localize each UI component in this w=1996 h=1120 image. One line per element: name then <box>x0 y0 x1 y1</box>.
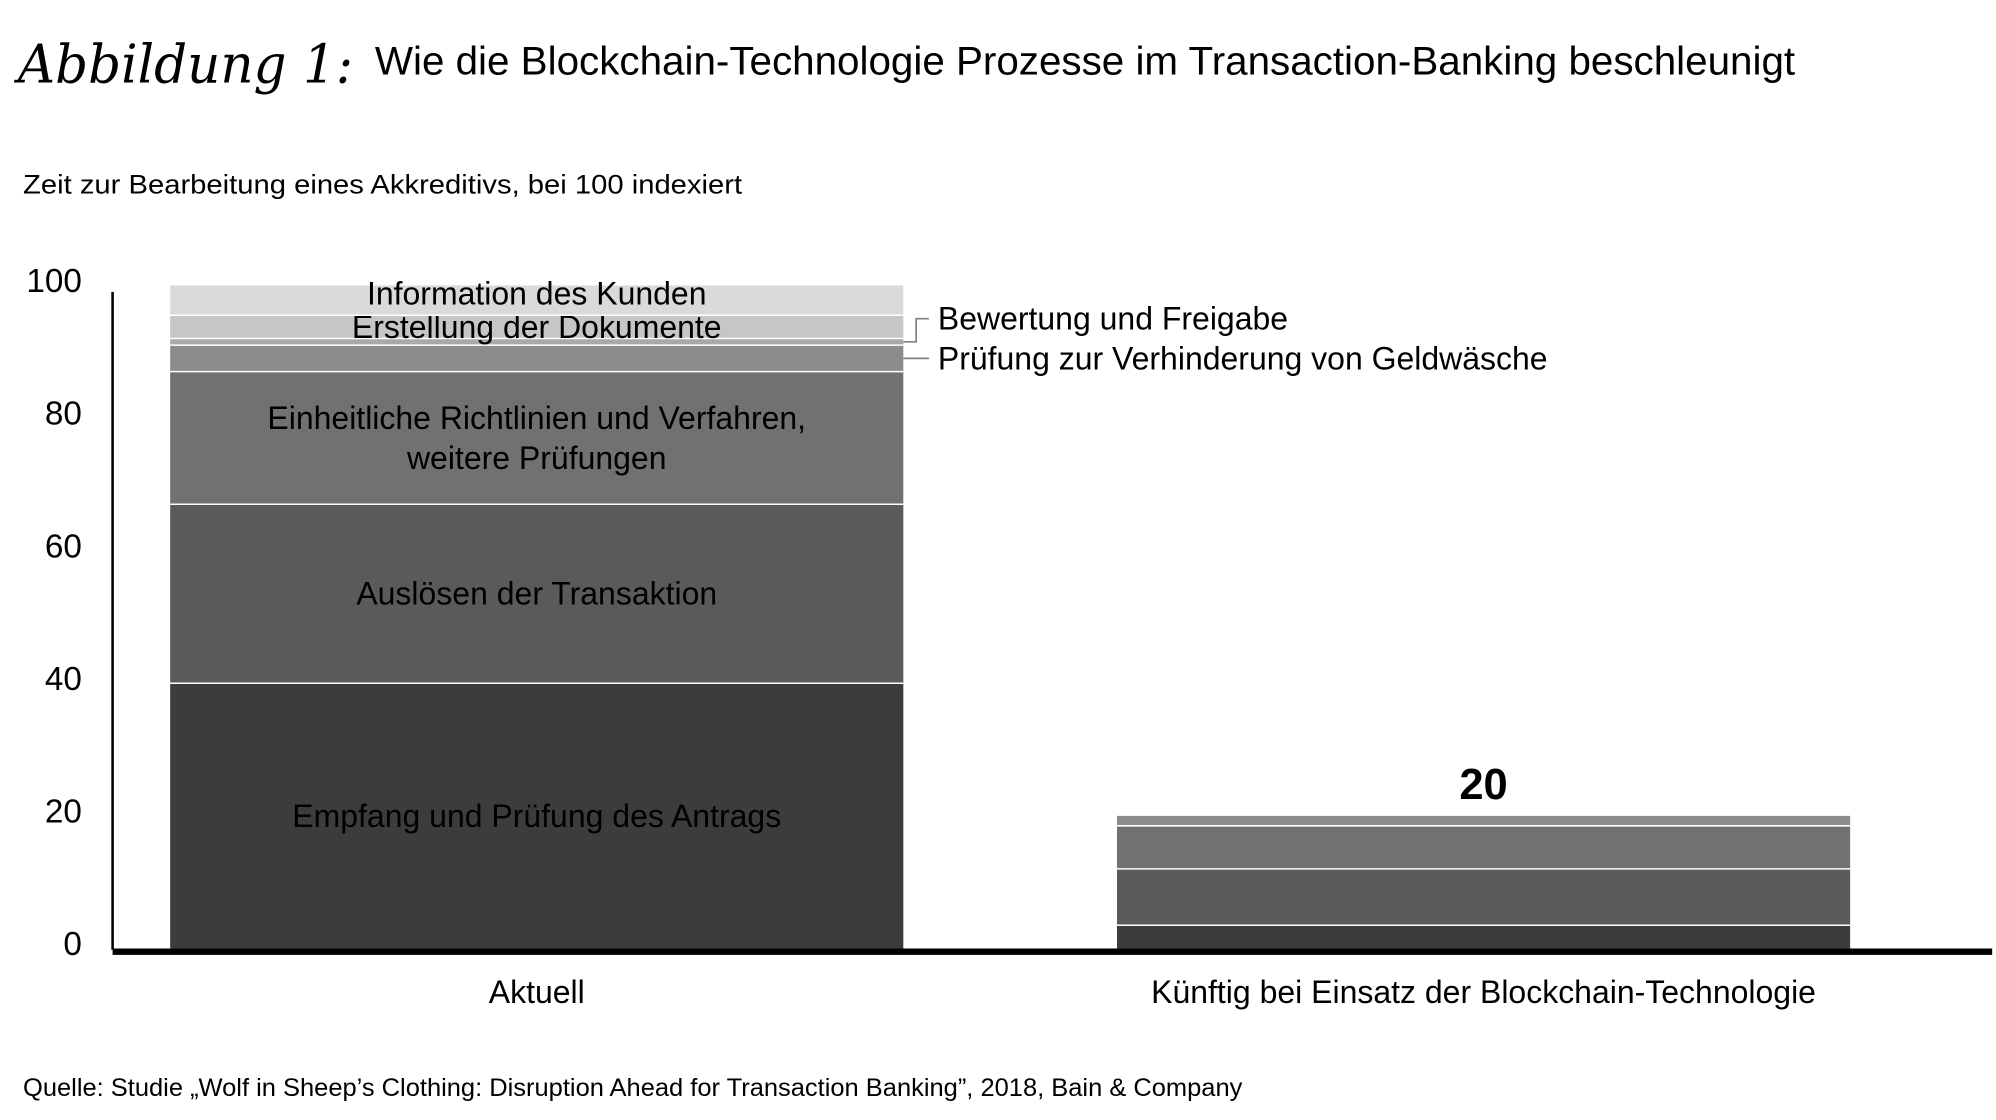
segment-label: Einheitliche Richtlinien und Verfahren, <box>267 400 806 436</box>
bar-segment <box>170 683 904 949</box>
y-tick-label: 80 <box>45 396 82 433</box>
figure-label: Abbildung 1: <box>13 32 353 95</box>
y-tick-label: 0 <box>63 926 82 963</box>
bar-segment <box>170 315 904 339</box>
segment-label: Auslösen der Transaktion <box>356 576 717 612</box>
chart-title: Wie die Blockchain-Technologie Prozesse … <box>375 39 1795 83</box>
leader-line <box>903 317 929 343</box>
segment-label: Empfang und Prüfung des Antrags <box>292 798 781 834</box>
segment-label: weitere Prüfungen <box>406 440 667 476</box>
y-tick-label: 20 <box>45 794 82 831</box>
bar-segment <box>1116 825 1851 869</box>
bar-segment <box>1116 925 1851 949</box>
bar-segment <box>170 285 904 316</box>
category-label: Aktuell <box>489 974 585 1010</box>
source-note: Quelle: Studie „Wolf in Sheep’s Clothing… <box>23 1074 1243 1102</box>
category-label: Künftig bei Einsatz der Blockchain-Techn… <box>1151 974 1816 1010</box>
callout-label: Bewertung und Freigabe <box>938 301 1288 337</box>
segment-label: Information des Kunden <box>367 276 707 312</box>
bar-segment <box>170 338 904 346</box>
bar-segment <box>170 371 904 505</box>
y-tick-label: 100 <box>26 263 82 300</box>
total-label: 20 <box>1459 761 1507 809</box>
chart-subtitle: Zeit zur Bearbeitung eines Akkreditivs, … <box>23 169 743 199</box>
bar-segment <box>170 345 904 372</box>
y-tick-label: 40 <box>45 661 82 698</box>
bar-segment <box>1116 815 1851 826</box>
y-tick-label: 60 <box>45 528 82 565</box>
bar-segment <box>170 504 904 684</box>
bar-segment <box>1116 868 1851 926</box>
callout-label: Prüfung zur Verhinderung von Geldwäsche <box>938 340 1548 376</box>
